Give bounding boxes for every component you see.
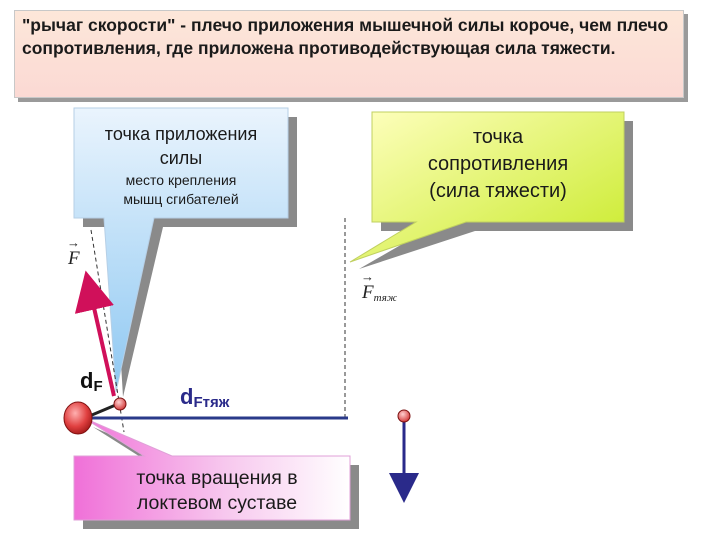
muscle-attachment-dot	[113, 397, 127, 411]
d-ftyazh-label: dFтяж	[180, 384, 229, 411]
title-box	[14, 10, 684, 98]
d-f-sub: F	[93, 378, 103, 395]
gravity-vector-letter: F	[362, 282, 374, 303]
force-point-sub2: мышц сгибателей	[123, 191, 239, 207]
d-ftyazh-letter: d	[180, 384, 194, 409]
d-ftyazh-sub: Fтяж	[193, 394, 230, 411]
force-point-label: точка приложения силы место крепления мы…	[74, 122, 288, 208]
d-f-letter: d	[80, 368, 94, 393]
force-vector-arrow: →	[67, 235, 80, 250]
resistance-line1: точка	[472, 126, 524, 148]
callout-rotation-point	[73, 417, 359, 529]
force-point-line2: силы	[159, 148, 203, 168]
force-point-line1: точка приложения	[104, 124, 258, 144]
force-point-sub1: место крепления	[125, 172, 237, 188]
d-f-label: dF	[80, 368, 103, 395]
force-vector-letter: F	[68, 248, 80, 269]
rotation-line1: точка вращения в	[136, 467, 298, 489]
elbow-joint	[63, 401, 93, 435]
title-text: "рычаг скорости" - плечо приложения мыше…	[22, 15, 669, 58]
rotation-line2: локтевом суставе	[136, 492, 298, 514]
resistance-line2: сопротивления	[427, 153, 569, 175]
resistance-point-label: точка сопротивления (сила тяжести)	[372, 124, 624, 205]
force-arrow	[74, 270, 116, 397]
resistance-line3: (сила тяжести)	[429, 180, 567, 202]
gravity-vector-arrow: →	[361, 269, 374, 284]
callout-resistance-point	[349, 111, 633, 269]
force-vector-label: → F	[67, 235, 80, 270]
rotation-point-label: точка вращения в локтевом суставе	[84, 466, 350, 516]
callout-force-point	[73, 107, 297, 397]
gravity-vector-sub: тяж	[373, 292, 398, 304]
resistance-dot	[397, 409, 411, 423]
gravity-vector-label: → Fтяж	[361, 269, 398, 304]
